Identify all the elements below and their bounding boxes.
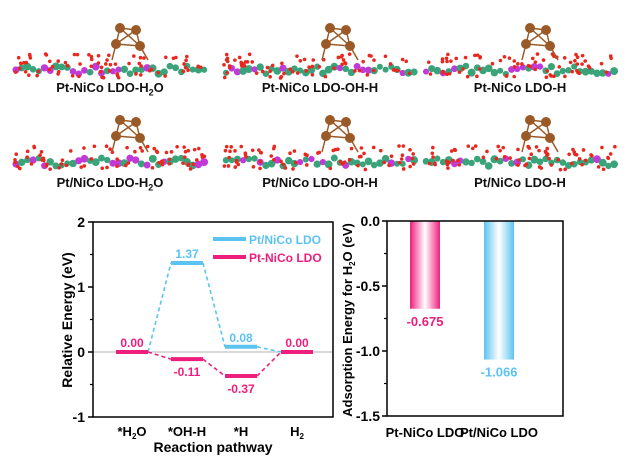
y-tick-label: 1: [77, 279, 85, 295]
structure-label: Pt-NiCo LDO-H2O: [56, 80, 164, 98]
structure-label: Pt/NiCo LDO-H2O: [56, 175, 164, 193]
legend-label: Pt/NiCo LDO: [249, 233, 321, 247]
y-tick-label: -1: [73, 409, 86, 425]
plot-frame: [92, 221, 334, 418]
atomic-structure-image: [422, 115, 618, 172]
connector-line: [147, 351, 172, 360]
x-axis-title: Reaction pathway: [153, 439, 272, 455]
bar-value-label: -1.066: [481, 365, 518, 380]
legend-label: Pt-NiCo LDO: [249, 251, 322, 265]
y-tick-label: -0.5: [356, 278, 380, 294]
bar: [410, 221, 440, 309]
energy-value-label: 0.08: [229, 331, 253, 345]
connector-line: [202, 262, 226, 348]
x-tick-label: *H: [234, 424, 248, 439]
connector-line: [202, 358, 226, 377]
connector-line: [256, 346, 282, 353]
structure-label: Pt-NiCo LDO-H: [473, 80, 567, 95]
structure-label: Pt-NiCo LDO-OH-H: [261, 80, 379, 95]
atomic-structure-image: [12, 23, 208, 80]
y-tick-label: 0: [77, 344, 85, 360]
x-tick-label: *H2O: [117, 424, 146, 441]
atomic-structure-image: [222, 23, 418, 80]
bar: [484, 221, 514, 360]
y-tick-label: -1.0: [356, 343, 380, 359]
energy-value-label: -0.11: [174, 365, 201, 379]
structure-label: Pt/NiCo LDO-OH-H: [262, 175, 378, 190]
structure-label: Pt/NiCo LDO-H: [474, 175, 566, 190]
atomic-structure-image: [12, 115, 209, 171]
energy-value-label: 1.37: [175, 247, 199, 261]
y-tick-label: 0.0: [361, 213, 381, 229]
atomic-structure-image: [422, 23, 619, 80]
x-tick-label: Pt-NiCo LDO: [386, 425, 465, 440]
connector-line: [147, 262, 172, 353]
x-tick-label: Pt/NiCo LDO: [460, 425, 538, 440]
energy-value-label: 0.00: [120, 336, 144, 350]
y-axis-title: Relative Energy (eV): [59, 252, 75, 387]
x-tick-label: H2: [290, 424, 304, 441]
connector-line: [256, 351, 282, 377]
atomic-structure-image: [222, 115, 419, 172]
y-tick-label: 2: [77, 214, 85, 230]
y-axis-title: Adsorption Energy for H2O (eV): [340, 223, 357, 417]
plot-frame: [386, 220, 564, 417]
y-tick-label: -1.5: [356, 408, 380, 424]
energy-value-label: -0.37: [227, 382, 255, 396]
bar-value-label: -0.675: [407, 314, 444, 329]
energy-value-label: 0.00: [285, 336, 309, 350]
x-tick-label: *OH-H: [168, 424, 206, 439]
